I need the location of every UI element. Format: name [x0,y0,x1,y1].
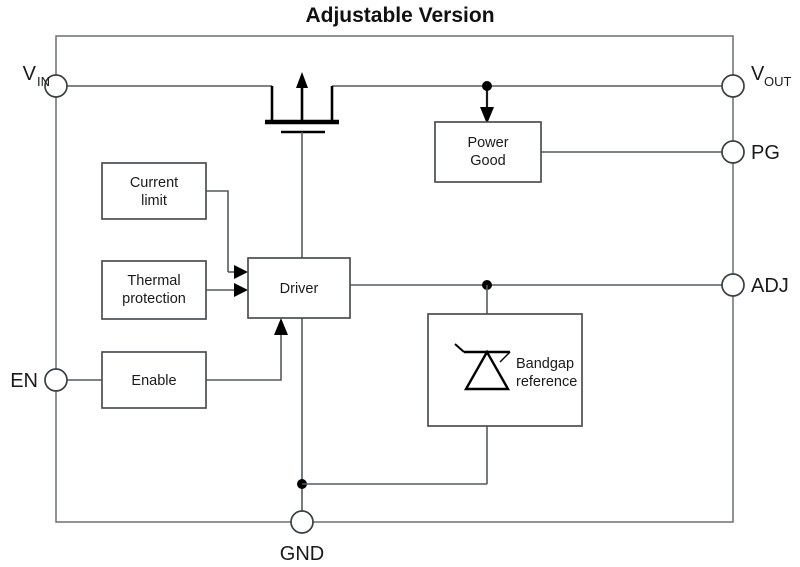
shunt-regulator-diode-icon [454,343,511,391]
pin-vout-subscript: OUT [764,74,792,89]
pin-vin-subscript: IN [37,74,50,89]
block-bandgap-rect[interactable] [427,313,583,427]
block-current-limit-line2: limit [141,193,167,209]
pin-vout-label: V [751,63,765,85]
block-power-good-line1: Power [467,135,508,151]
block-thermal-protection-line2: protection [122,291,186,307]
block-driver-label: Driver [280,281,319,297]
bandgap-label-line2: reference [516,374,577,390]
block-driver-rect[interactable] [247,257,351,319]
pin-gnd-circle[interactable] [290,510,314,534]
arrowhead-driver-enable-input [274,318,288,335]
block-thermal-protection[interactable]: Thermal protection [101,260,207,320]
pin-adj-circle[interactable] [721,273,745,297]
pin-vout-circle[interactable] [721,74,745,98]
pin-gnd[interactable]: GND [280,510,324,565]
pin-vout[interactable]: V OUT [721,63,792,98]
block-bandgap-reference[interactable]: Bandgap reference [427,313,583,427]
block-current-limit[interactable]: Current limit [101,162,207,220]
diagram-title: Adjustable Version [305,4,494,27]
pin-pg[interactable]: PG [721,140,780,164]
block-power-good[interactable]: Power Good [434,121,542,183]
pin-vin[interactable]: V IN [23,63,68,98]
pin-en-circle[interactable] [44,368,68,392]
pin-en-label: EN [10,370,38,392]
block-thermal-protection-line1: Thermal [127,273,180,289]
wire-currentlimit-to-driver [206,190,229,272]
pin-adj-label: ADJ [751,275,789,297]
pin-vin-circle[interactable] [44,74,68,98]
block-enable-rect[interactable] [101,351,207,409]
junction-dot-vout-pg [482,81,492,91]
block-enable-label: Enable [131,373,176,389]
block-power-good-rect[interactable] [434,121,542,183]
pin-pg-circle[interactable] [721,140,745,164]
pin-pg-label: PG [751,142,780,164]
arrowhead-powergood-input [480,107,494,124]
wire-enable-to-driver [206,330,282,381]
pin-gnd-label: GND [280,543,324,565]
block-current-limit-line1: Current [130,175,178,191]
pin-en[interactable]: EN [10,368,68,392]
block-enable[interactable]: Enable [101,351,207,409]
block-driver[interactable]: Driver [247,257,351,319]
block-power-good-line2: Good [470,153,505,169]
block-thermal-protection-rect[interactable] [101,260,207,320]
p-channel-mosfet-symbol [265,72,339,258]
block-current-limit-rect[interactable] [101,162,207,220]
bandgap-label-line1: Bandgap [516,356,574,372]
arrowhead-driver-input-bottom [234,283,248,297]
arrowhead-driver-input-top [234,265,248,279]
pin-adj[interactable]: ADJ [721,273,789,297]
pin-vin-label: V [23,63,37,85]
